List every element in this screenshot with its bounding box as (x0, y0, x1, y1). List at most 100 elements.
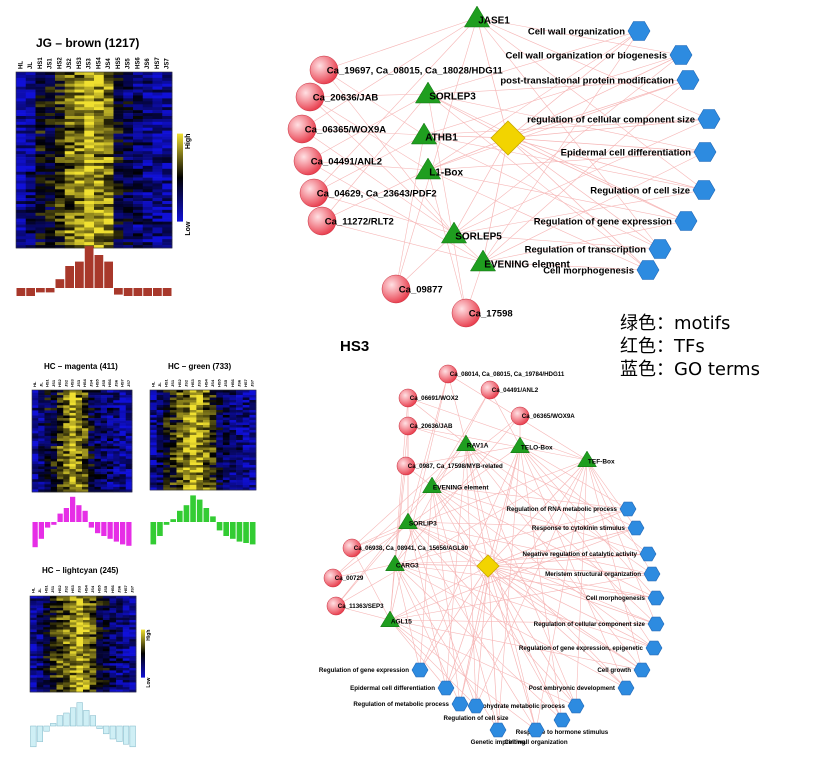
profile-bar (84, 246, 94, 288)
profile-bar (126, 522, 132, 546)
motif-label: SORLEP3 (429, 92, 476, 103)
motif-label: EVENING element (484, 260, 570, 271)
column-label: JS7 (250, 379, 255, 387)
go-term-label: Post embryonic development (529, 685, 615, 692)
profile-bar (43, 725, 50, 732)
go-term-label: Regulation of cell size (590, 185, 690, 196)
column-label: JS6 (113, 379, 118, 387)
go-term-label: Regulation of gene expression (319, 667, 409, 674)
go-term-label: Epidermal cell differentiation (561, 147, 692, 158)
column-label: HS6 (230, 378, 235, 387)
column-label: HS5 (116, 57, 122, 69)
tf-label: Ca_06691/WOX2 (410, 395, 459, 402)
motif-node (410, 122, 438, 145)
profile-bar (89, 715, 96, 727)
profile-bars (32, 496, 132, 548)
go-term-node (648, 239, 672, 259)
column-label: HS1 (38, 57, 44, 69)
profile-bar (36, 725, 43, 742)
profile-bars (150, 495, 256, 545)
profile-bar (236, 522, 243, 542)
column-label: HS4 (203, 378, 208, 387)
profile-bar (70, 707, 77, 727)
column-label: HS3 (190, 378, 195, 387)
go-term-node (627, 520, 645, 536)
motif-node (398, 512, 418, 529)
column-label: HS2 (57, 378, 62, 387)
profile-bar (96, 725, 103, 729)
column-label: HS1 (164, 378, 169, 387)
profile-bar (157, 522, 163, 536)
column-label: HS3 (70, 378, 75, 387)
go-term-label: Regulation of RNA metabolic process (507, 506, 618, 513)
motif-node (469, 249, 497, 272)
profile-bar (63, 508, 69, 522)
profile-bar (50, 723, 57, 727)
profile-bar (183, 505, 190, 522)
tf-label: Ca_04629, Ca_23643/PDF2 (317, 188, 437, 199)
go-term-label: Carbohydrate metabolic process (469, 703, 566, 710)
column-label: HS1 (44, 584, 49, 593)
tf-label: Ca_11272/RLT2 (325, 216, 394, 227)
motif-node (463, 5, 491, 28)
motif-label: TELO-Box (521, 445, 553, 452)
tf-node (438, 364, 458, 384)
go-term-node (639, 546, 657, 562)
network-hs3-title: HS3 (340, 338, 370, 355)
heatmap-cells (150, 390, 257, 491)
motif-node (577, 450, 597, 467)
go-term-node (676, 70, 700, 90)
profile-bar (230, 522, 236, 539)
column-label: JS1 (51, 379, 56, 387)
column-label: HS1 (45, 378, 50, 387)
profile-bar (36, 288, 45, 293)
go-term-label: Epidermal cell differentiation (350, 685, 435, 692)
profile-bar (162, 288, 172, 296)
tf-node (398, 388, 418, 408)
go-term-node (411, 662, 429, 678)
column-label: HS6 (135, 57, 141, 69)
profile-bar (114, 288, 123, 295)
tf-node (342, 538, 362, 558)
color-legend: 绿色：motifs 红色：TFs 蓝色：GO terms (620, 312, 760, 381)
go-term-label: Regulation of gene expression, epigeneti… (519, 645, 644, 652)
go-term-label: Regulation of transcription (525, 244, 647, 255)
column-label: HS5 (97, 584, 102, 593)
column-label: HS4 (83, 584, 88, 593)
column-label: JS7 (165, 58, 171, 69)
motif-node (422, 476, 442, 493)
column-label: HS7 (123, 584, 128, 593)
profile-bar (249, 522, 256, 545)
go-term-node (697, 109, 721, 129)
tf-node (326, 596, 346, 616)
profile-bar (57, 513, 63, 522)
go-term-label: Response to cytokinin stimulus (532, 525, 626, 532)
tf-node (323, 568, 343, 588)
motif-node (456, 434, 476, 451)
profile-bar (94, 255, 104, 288)
go-term-label: regulation of cellular component size (527, 114, 695, 125)
column-label: JS5 (126, 58, 132, 69)
go-term-node (643, 566, 661, 582)
profile-bar (190, 495, 196, 522)
go-term-label: Cell wall organization or biogenesis (505, 50, 667, 61)
column-label: HS7 (120, 378, 125, 387)
hub-node (476, 554, 500, 578)
column-label: HS2 (57, 57, 63, 69)
profile-bar (75, 261, 84, 288)
heatmap-cells (30, 596, 137, 693)
profile-bar (216, 522, 223, 531)
tf-node (299, 178, 329, 208)
tf-node (451, 298, 481, 328)
tf-node (398, 416, 418, 436)
profile-bar (56, 715, 63, 727)
column-label: HS7 (243, 378, 248, 387)
column-label: JS2 (183, 379, 188, 387)
go-term-node (647, 616, 665, 632)
go-term-label: post-translational protein modification (500, 75, 674, 86)
column-label: HS5 (217, 378, 222, 387)
go-term-label: Regulation of metabolic process (353, 701, 449, 708)
go-term-label: Genetic imprinting (471, 739, 526, 746)
